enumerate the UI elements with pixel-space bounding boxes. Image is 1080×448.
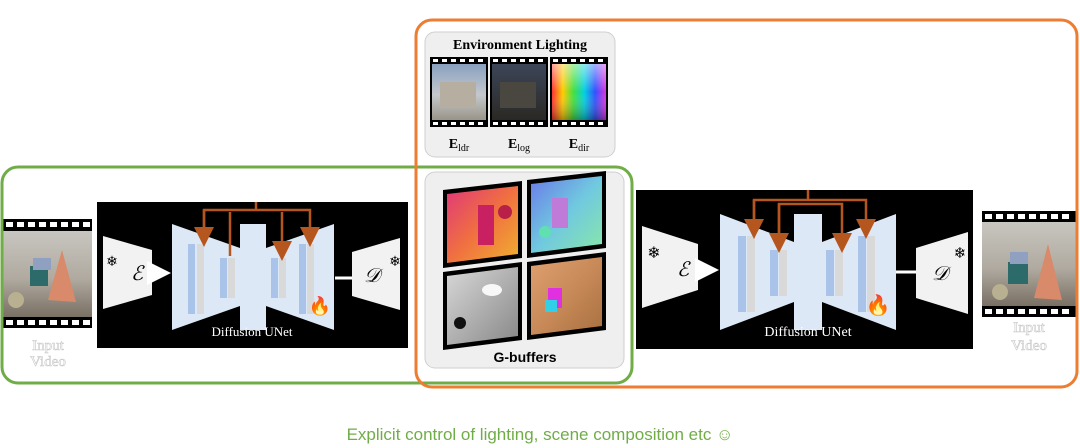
unet-block bbox=[197, 244, 204, 314]
unet-block bbox=[779, 250, 787, 296]
unet-block bbox=[307, 244, 314, 314]
right-unet-panel: ℰ ❄ 🔥 𝒟 ❄ Diffusion UNet bbox=[636, 190, 973, 349]
unet-block bbox=[835, 250, 843, 296]
unet-block bbox=[867, 236, 875, 312]
snowflake-icon: ❄ bbox=[106, 254, 118, 270]
gbuffers-panel: G-buffers bbox=[424, 171, 625, 369]
output-label-line2: Video bbox=[1011, 338, 1047, 354]
right-encoder bbox=[642, 226, 698, 308]
left-decoder bbox=[352, 238, 400, 310]
left-encoder bbox=[103, 236, 152, 309]
env-label-ldr: Eldr bbox=[449, 137, 470, 154]
unet-block bbox=[279, 258, 286, 298]
snowflake-icon: ❄ bbox=[647, 243, 660, 262]
output-video-film bbox=[982, 211, 1076, 317]
unet-block bbox=[738, 236, 746, 312]
left-unet-label: Diffusion UNet bbox=[211, 324, 292, 339]
right-unet-label: Diffusion UNet bbox=[764, 325, 851, 340]
environment-lighting-panel: Environment Lighting Eldr Elog Edir bbox=[424, 31, 616, 158]
right-decoder bbox=[916, 232, 968, 314]
unet-block bbox=[770, 250, 778, 296]
right-encoder-symbol: ℰ bbox=[677, 257, 691, 281]
unet-block bbox=[271, 258, 278, 298]
output-label-line1: Input bbox=[1013, 320, 1045, 336]
left-unet-panel: ℰ ❄ 🔥 𝒟 ❄ bbox=[97, 202, 408, 348]
input-label-line2: Video bbox=[30, 354, 66, 370]
unet-block bbox=[228, 258, 235, 298]
left-decoder-symbol: 𝒟 bbox=[364, 263, 384, 287]
orange-module-outline bbox=[414, 18, 1079, 389]
unet-block bbox=[299, 244, 306, 314]
input-label-line1: Input bbox=[32, 338, 64, 354]
env-label-log: Elog bbox=[508, 137, 530, 154]
unet-block bbox=[747, 236, 755, 312]
gbuffers-label: G-buffers bbox=[494, 349, 557, 365]
unet-block bbox=[220, 258, 227, 298]
snowflake-icon: ❄ bbox=[389, 254, 401, 270]
caption: Explicit control of lighting, scene comp… bbox=[346, 425, 734, 444]
green-module-outline bbox=[0, 165, 634, 385]
right-decoder-symbol: 𝒟 bbox=[932, 261, 952, 285]
left-encoder-symbol: ℰ bbox=[131, 261, 145, 285]
input-video-film bbox=[3, 219, 92, 328]
right-unet-body bbox=[720, 214, 896, 330]
unet-block bbox=[188, 244, 195, 314]
env-label-dir: Edir bbox=[569, 137, 590, 154]
fire-icon: 🔥 bbox=[309, 295, 331, 317]
environment-title: Environment Lighting bbox=[453, 38, 587, 53]
unet-block bbox=[826, 250, 834, 296]
snowflake-icon: ❄ bbox=[954, 244, 967, 262]
fire-icon: 🔥 bbox=[866, 293, 891, 317]
unet-block bbox=[858, 236, 866, 312]
